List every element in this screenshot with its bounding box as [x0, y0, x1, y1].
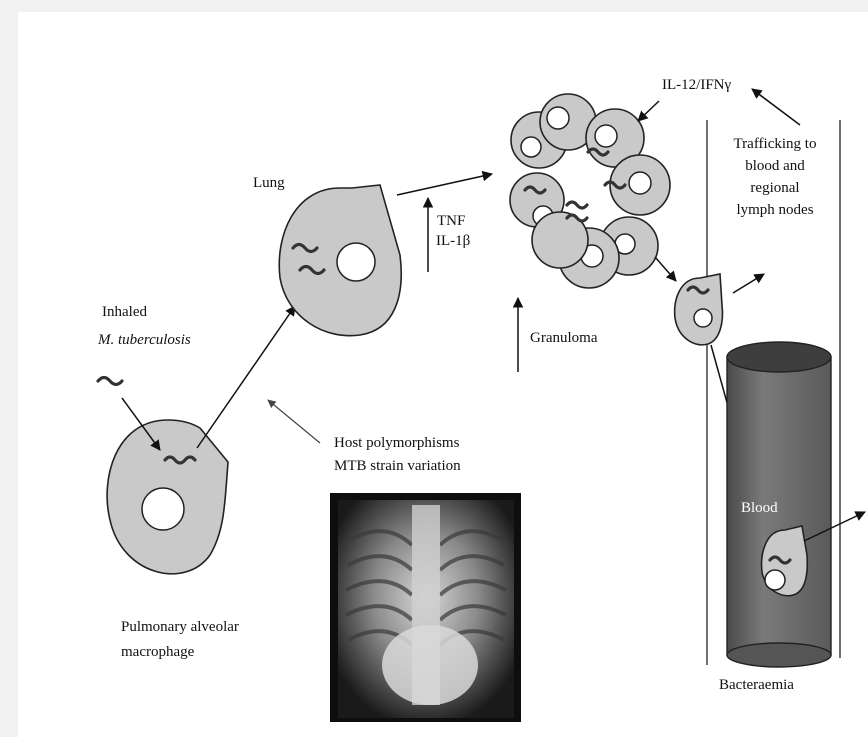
granuloma-cluster	[510, 94, 670, 288]
arrow-to-migrating-cell	[655, 257, 676, 281]
granuloma-label: Granuloma	[530, 329, 597, 348]
trafficking-label-line2: blood and	[715, 157, 835, 176]
macrophage-label-line1: Pulmonary alveolar	[121, 618, 239, 637]
chest-xray-image	[330, 493, 521, 722]
bacteraemia-label: Bacteraemia	[719, 676, 794, 695]
trafficking-label-line4: lymph nodes	[715, 201, 835, 220]
migrating-macrophage	[675, 274, 723, 345]
trafficking-label-line1: Trafficking to	[715, 135, 835, 154]
trafficking-label-line3: regional	[715, 179, 835, 198]
arrow-trafficking-up	[752, 89, 800, 125]
arrow-to-granuloma	[397, 174, 492, 195]
il12-ifng-label: IL-12/IFNγ	[662, 76, 731, 95]
arrow-host-factors	[268, 400, 320, 443]
inhaled-bacterium	[98, 378, 122, 385]
inhaled-label: Inhaled	[102, 303, 147, 322]
host-polymorphisms-label: Host polymorphisms	[334, 434, 459, 453]
macrophage-label-line2: macrophage	[121, 643, 194, 662]
granuloma-bacterium	[567, 202, 587, 208]
arrow-il12	[638, 101, 659, 121]
alveolar-macrophage	[107, 420, 228, 574]
lung-label: Lung	[253, 174, 285, 193]
arrow-to-lymph	[733, 274, 764, 293]
lung-macrophage	[279, 185, 401, 336]
arrow-to-lung	[197, 306, 295, 448]
il1b-label: IL-1β	[436, 232, 470, 251]
blood-label: Blood	[741, 499, 778, 518]
organism-label: M. tuberculosis	[98, 331, 191, 350]
tnf-label: TNF	[437, 212, 465, 231]
strain-variation-label: MTB strain variation	[334, 457, 461, 476]
